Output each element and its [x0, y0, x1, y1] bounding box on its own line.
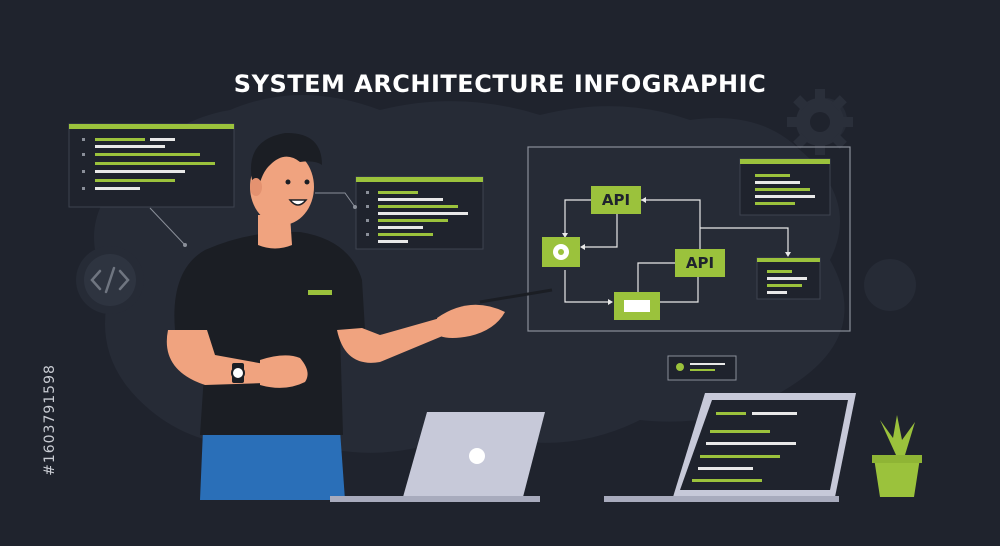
architecture-diagram	[527, 146, 851, 332]
code-window-mid-right	[756, 257, 821, 300]
code-window-middle	[315, 176, 484, 250]
plant-icon	[872, 415, 922, 497]
gear-icon	[787, 89, 853, 155]
laptop-right	[604, 393, 856, 502]
api-node-right	[675, 249, 725, 277]
api-node-top	[591, 186, 641, 214]
code-window-top-left	[68, 123, 235, 247]
stock-id-watermark: #1603791598	[42, 364, 58, 476]
presenter-person	[166, 132, 553, 500]
code-snippet-small	[667, 355, 737, 381]
laptop-left	[330, 412, 545, 502]
db-node	[614, 292, 660, 320]
code-brackets-icon	[84, 254, 136, 306]
api-top-label: API	[601, 191, 631, 209]
gear-node	[542, 237, 580, 267]
code-window-top-right	[739, 158, 831, 216]
api-right-label: API	[685, 254, 715, 272]
page-title: SYSTEM ARCHITECTURE INFOGRAPHIC	[233, 70, 767, 98]
